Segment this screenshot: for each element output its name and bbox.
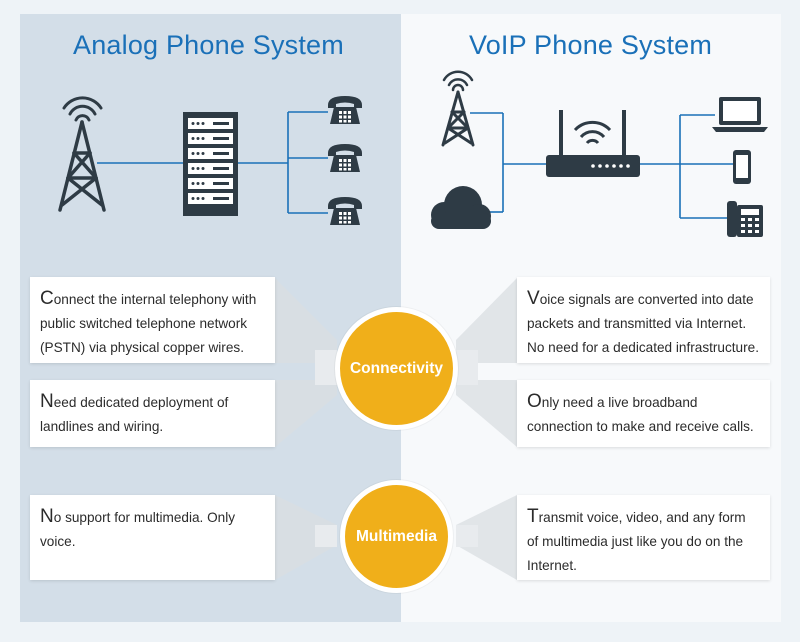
voip-multimedia-card: Transmit voice, video, and any form of m… (517, 495, 770, 580)
analog-connectivity-card-2: Need dedicated deployment of landlines a… (30, 380, 275, 447)
voip-connection-lines (470, 112, 733, 219)
card-initial: N (40, 391, 54, 412)
cloud-icon (431, 186, 491, 229)
radio-tower-icon (58, 96, 106, 212)
connector-funnels (275, 278, 517, 580)
voip-connectivity-card-2: Only need a live broadband connection to… (517, 380, 770, 447)
desk-phone-icon (727, 201, 763, 237)
analog-title: Analog Phone System (73, 30, 344, 60)
wifi-router-icon (546, 110, 640, 177)
telephone-icon (328, 96, 362, 124)
card-initial: N (40, 506, 54, 527)
multimedia-badge: Multimedia (340, 480, 453, 593)
laptop-icon (712, 97, 768, 132)
radio-tower-icon (441, 70, 475, 147)
server-rack-icon (183, 112, 238, 216)
connectivity-badge: Connectivity (335, 307, 458, 430)
card-initial: V (527, 288, 540, 309)
card-initial: C (40, 288, 54, 309)
card-initial: T (527, 506, 539, 527)
analog-connection-lines (97, 111, 328, 214)
telephone-icon (328, 197, 362, 225)
analog-multimedia-card: No support for multimedia. Only voice. (30, 495, 275, 580)
connectivity-label: Connectivity (349, 359, 443, 377)
card-text: eed dedicated deployment of landlines an… (40, 395, 229, 434)
smartphone-icon (733, 150, 751, 184)
card-initial: O (527, 391, 542, 412)
card-text: o support for multimedia. Only voice. (40, 510, 236, 549)
card-text: onnect the internal telephony with publi… (40, 292, 257, 355)
card-text: nly need a live broadband connection to … (527, 395, 754, 434)
card-text: ransmit voice, video, and any form of mu… (527, 510, 746, 573)
analog-connectivity-card-1: Connect the internal telephony with publ… (30, 277, 275, 363)
card-text: oice signals are converted into date pac… (527, 292, 759, 355)
telephone-icon (328, 144, 362, 172)
multimedia-label: Multimedia (356, 527, 437, 545)
voip-title: VoIP Phone System (469, 30, 713, 60)
voip-connectivity-card-1: Voice signals are converted into date pa… (517, 277, 770, 363)
